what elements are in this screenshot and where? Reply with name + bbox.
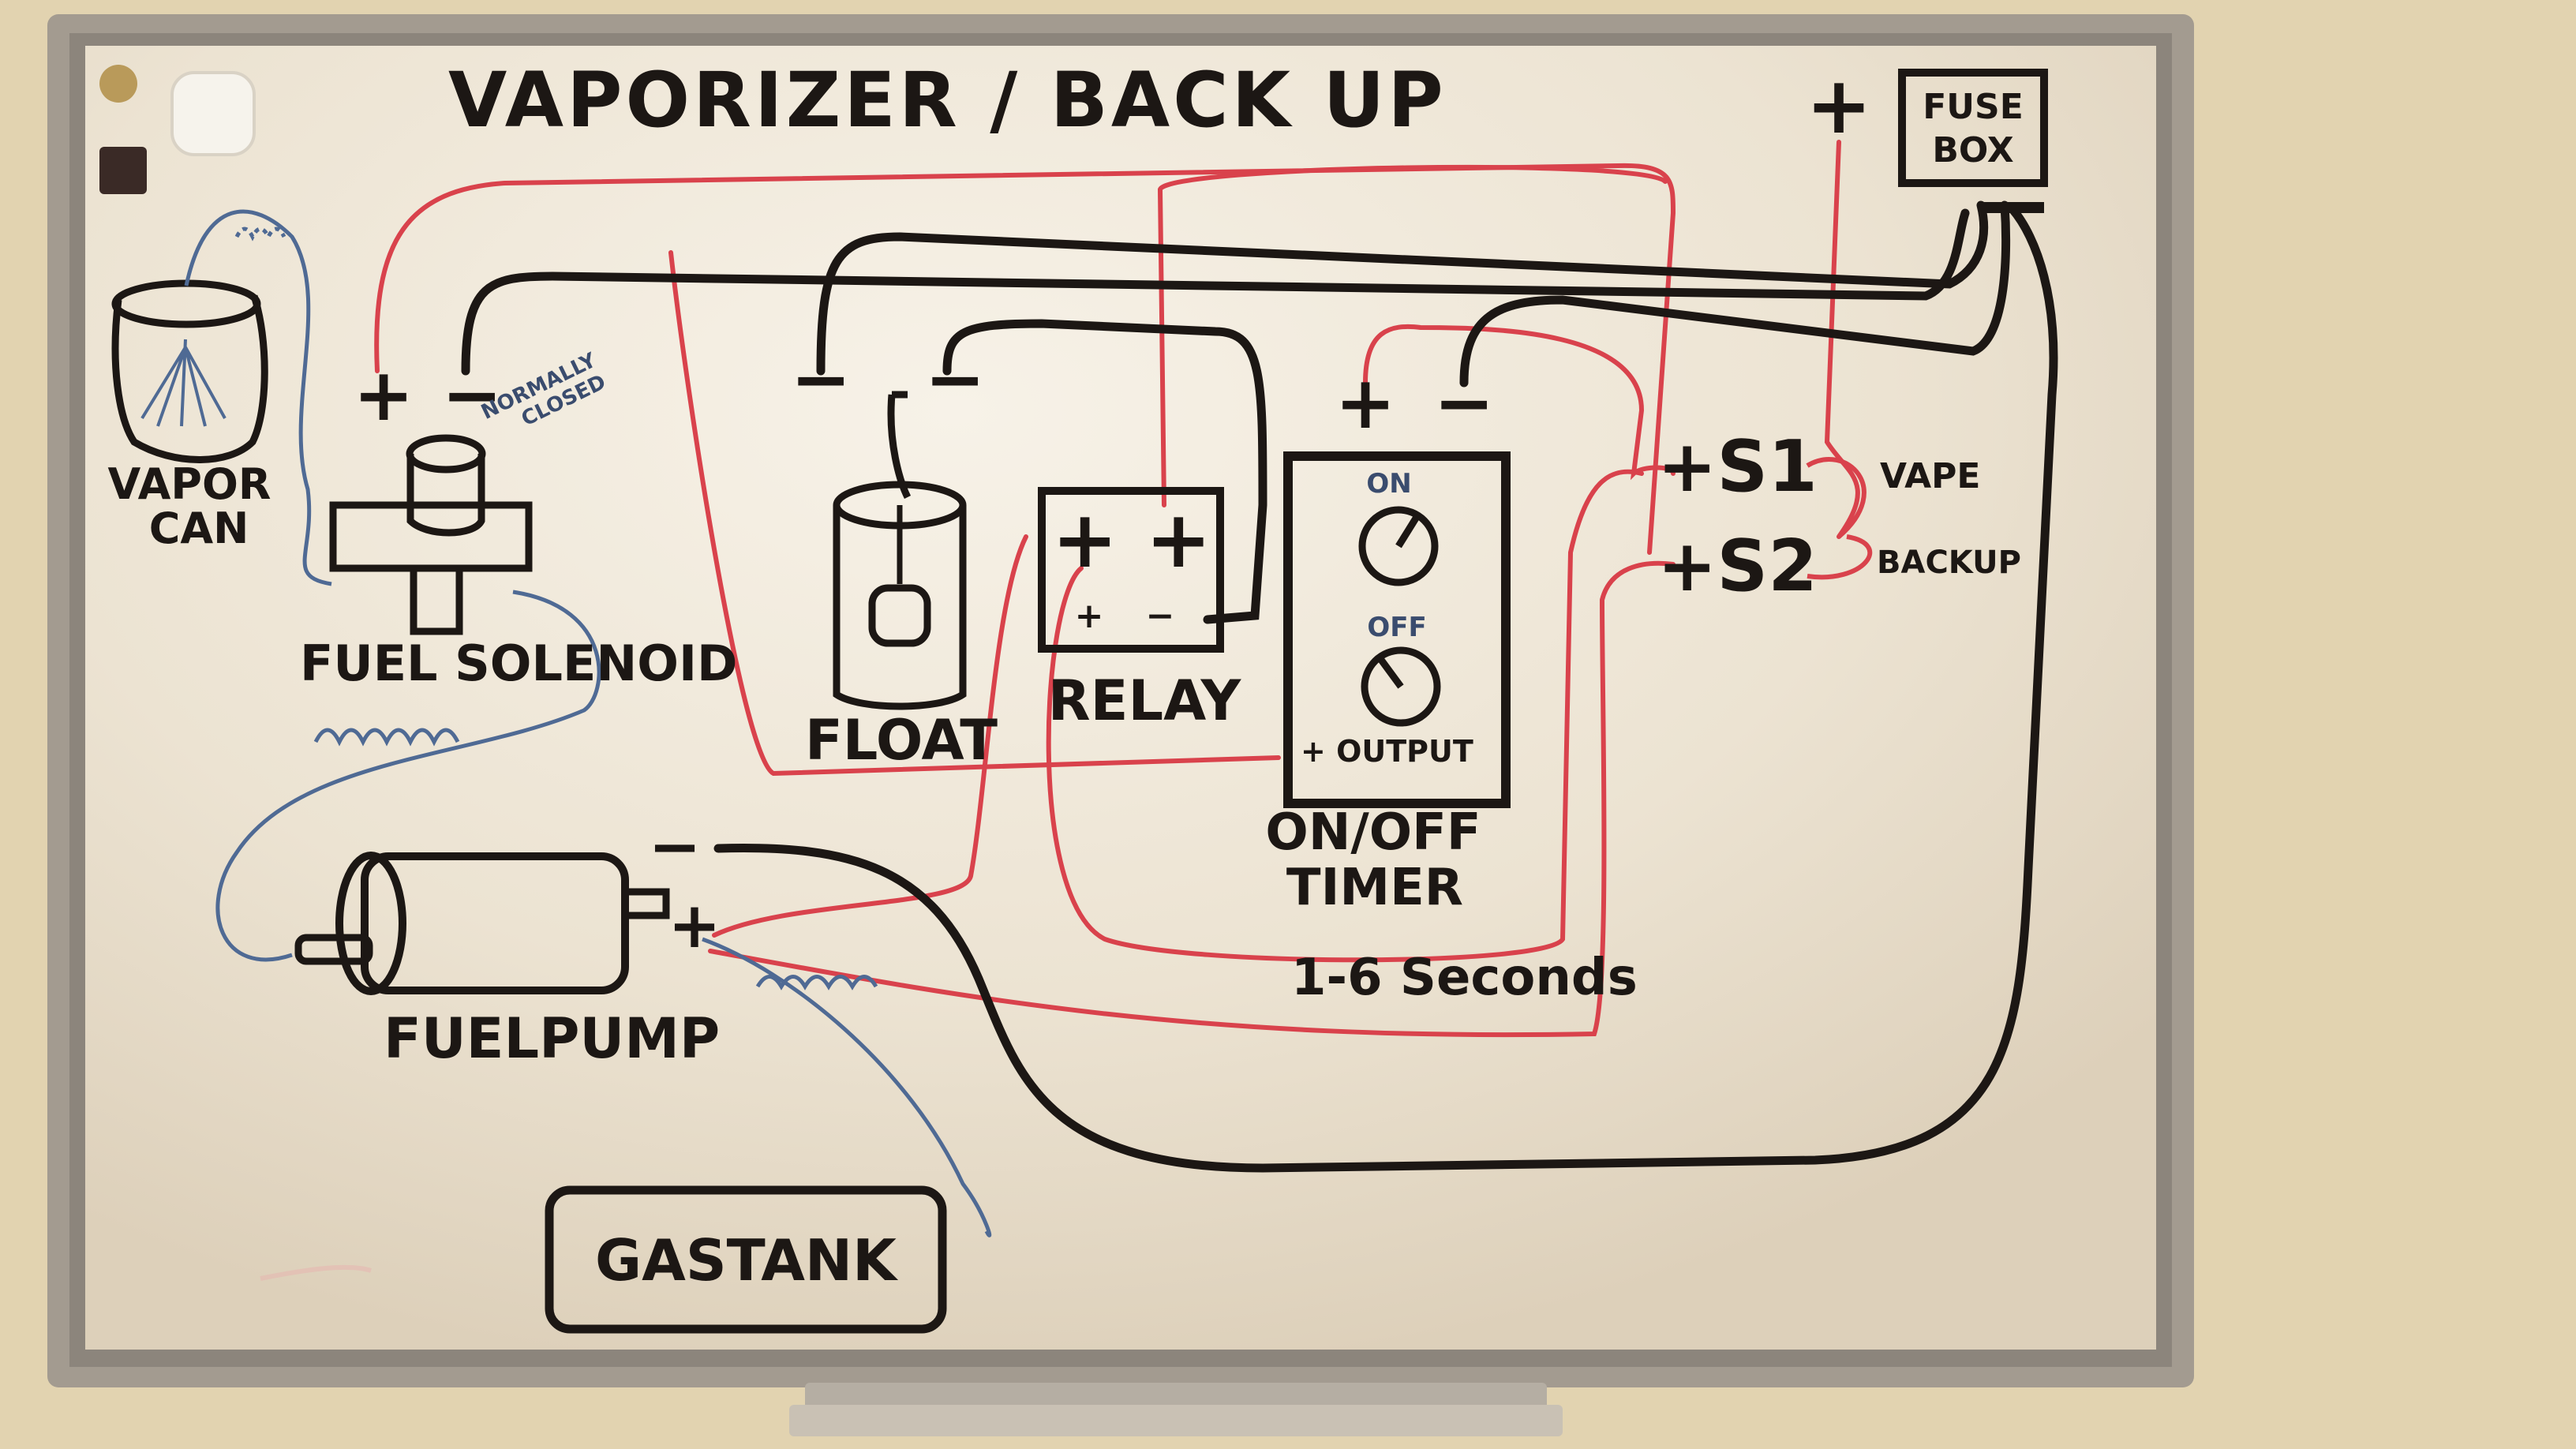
wire-relay-to-timer xyxy=(1046,469,1644,963)
title: VAPORIZER / BACK UP xyxy=(448,56,1447,144)
relay-bottom-minus: − xyxy=(1146,596,1175,636)
hose-coil-detail-1 xyxy=(234,227,286,242)
relay-label: RELAY xyxy=(1048,668,1242,733)
relay-top-terminals: + + xyxy=(1052,493,1211,586)
timer-label: ON/OFF xyxy=(1265,803,1481,862)
fuse-box-minus-bar xyxy=(1981,202,2044,213)
hose-solenoid-to-pump xyxy=(215,590,601,962)
wire-float-minus xyxy=(816,200,1989,376)
fuel-pump: − + FUELPUMP xyxy=(294,810,721,1071)
backup-label: BACKUP xyxy=(1877,545,2021,581)
board-surface xyxy=(85,46,2156,1350)
fuse-box-plus: + xyxy=(1806,59,1872,152)
wire-relay-to-pump xyxy=(712,534,1028,938)
magnet-round xyxy=(99,65,137,103)
fuel-solenoid-label: FUEL SOLENOID xyxy=(300,635,738,692)
on-off-timer: + − ON OFF + OUTPUT ON/OFF TIMER xyxy=(1265,361,1511,917)
vape-label: VAPE xyxy=(1880,456,1980,496)
hose-coil-detail-2 xyxy=(313,728,460,747)
wire-pump-ground xyxy=(713,204,2058,1173)
switch-s1-label: +S1 xyxy=(1657,425,1818,508)
wire-loop-left xyxy=(668,250,1281,777)
timer-label-2: TIMER xyxy=(1286,859,1463,917)
hose-pump-to-tank xyxy=(702,937,992,1237)
float-minus-left: − xyxy=(790,337,851,421)
vapor-can-label: VAPOR xyxy=(108,459,271,509)
fuel-pump-label: FUELPUMP xyxy=(384,1006,720,1071)
hose-coil-detail-3 xyxy=(755,975,878,990)
solenoid-minus: − xyxy=(441,353,502,437)
timer-minus: − xyxy=(1433,361,1494,445)
fuse-box-label-2: BOX xyxy=(1932,130,2013,170)
timer-off-label: OFF xyxy=(1367,612,1426,643)
float-minus-right: − xyxy=(924,337,985,421)
board-smudge xyxy=(260,1264,372,1281)
timer-output-label: + OUTPUT xyxy=(1301,734,1473,769)
hoses xyxy=(184,209,992,1237)
gas-tank: GASTANK xyxy=(545,1185,947,1334)
vapor-can: VAPOR CAN xyxy=(108,279,271,553)
switch-common-red xyxy=(1806,457,1873,580)
relay: + + + − RELAY xyxy=(1038,487,1242,733)
wire-fuse-plus xyxy=(1824,140,1860,539)
hose-can-to-solenoid xyxy=(184,209,332,586)
switches: +S1 +S2 VAPE BACKUP xyxy=(1657,425,2021,608)
wire-float-relay xyxy=(942,319,1267,624)
timer-on-dial xyxy=(1358,506,1439,586)
pump-plus: + xyxy=(668,889,721,962)
wire-solenoid-plus xyxy=(374,163,1676,555)
relay-bottom-plus: + xyxy=(1075,596,1104,636)
timer-plus: + xyxy=(1335,361,1395,445)
fuse-box: FUSE BOX + xyxy=(1806,59,2048,213)
red-wires xyxy=(374,140,1860,1038)
marker-tray-lip xyxy=(789,1405,1563,1436)
timer-on-label: ON xyxy=(1366,468,1411,500)
magnet-dark xyxy=(99,147,147,194)
fuse-box-label: FUSE xyxy=(1923,87,2024,127)
wire-pump-to-s2 xyxy=(708,560,1676,1038)
solenoid-plus: + xyxy=(353,353,414,437)
wire-solenoid-minus xyxy=(461,208,1970,376)
timer-range-label: 1-6 Seconds xyxy=(1291,949,1638,1007)
black-wires xyxy=(461,200,2058,1173)
magnet-white xyxy=(170,71,256,156)
wire-timer-minus xyxy=(1459,200,2011,388)
float-label: FLOAT xyxy=(805,708,998,773)
wire-relay-plus xyxy=(1157,164,1668,507)
vapor-can-label-2: CAN xyxy=(149,504,249,553)
pump-minus: − xyxy=(648,810,701,883)
float: − − FLOAT xyxy=(790,337,998,773)
timer-off-dial xyxy=(1361,646,1441,727)
switch-s2-label: +S2 xyxy=(1657,525,1818,608)
gas-tank-label: GASTANK xyxy=(595,1227,898,1294)
wire-timer-plus xyxy=(1363,324,1676,481)
